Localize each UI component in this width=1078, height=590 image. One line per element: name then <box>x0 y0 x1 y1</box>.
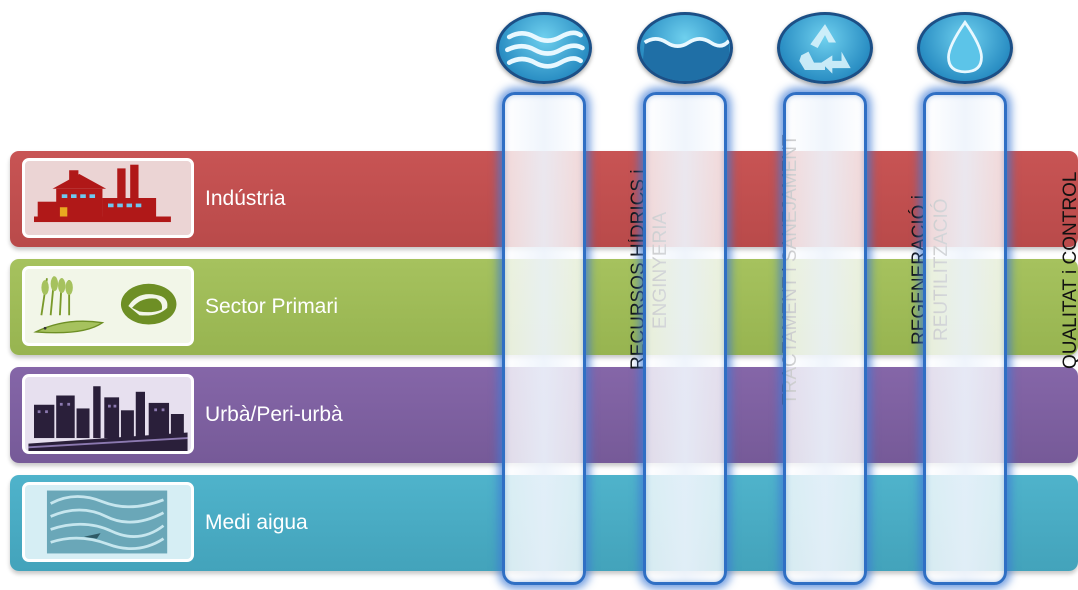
sector-label: Medi aigua <box>205 511 308 534</box>
water-waves-icon <box>496 12 592 84</box>
water-drop-icon <box>917 12 1013 84</box>
process-column-tractament: TRACTAMENT i SANEJAMENT <box>643 92 801 585</box>
process-column-qualitat: QUALITAT i CONTROL <box>923 92 1078 585</box>
agriculture-livestock-fishing-icon <box>22 266 194 346</box>
aquatic-environment-icon <box>22 482 194 562</box>
factory-icon <box>22 158 194 238</box>
process-column-recursos: RECURSOS HÍDRICS i ENGINYERIA <box>502 92 671 585</box>
process-label: QUALITAT i CONTROL <box>1060 171 1078 369</box>
recycle-icon <box>777 12 873 84</box>
city-skyline-icon <box>22 374 194 454</box>
process-column-regeneracio: REGENERACIÓ i REUTILITZACIÓ <box>783 92 952 585</box>
sector-label: Sector Primari <box>205 295 339 318</box>
water-surface-icon <box>637 12 733 84</box>
sector-label: Indústria <box>205 187 286 210</box>
sector-label: Urbà/Peri-urbà <box>205 403 343 426</box>
